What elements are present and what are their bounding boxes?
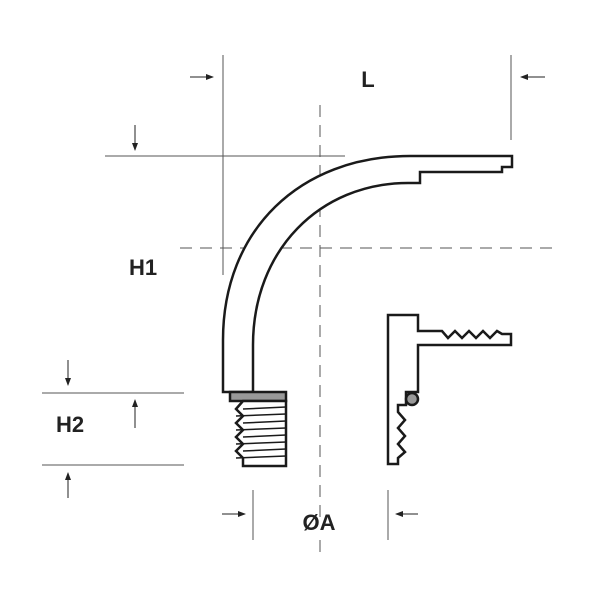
section-profile	[386, 313, 513, 466]
label-l: L	[361, 67, 375, 92]
elbow-fitting	[221, 154, 514, 468]
cross-section	[386, 313, 513, 466]
label-h2: H2	[55, 412, 85, 437]
dimension-arrows	[65, 74, 545, 517]
label-diameter: ØA	[302, 510, 336, 535]
dimension-lines	[42, 55, 560, 560]
elbow-body	[221, 154, 514, 394]
o-ring	[404, 391, 420, 407]
gasket	[228, 390, 288, 403]
label-h1: H1	[128, 255, 158, 280]
thread-lines	[235, 406, 287, 459]
